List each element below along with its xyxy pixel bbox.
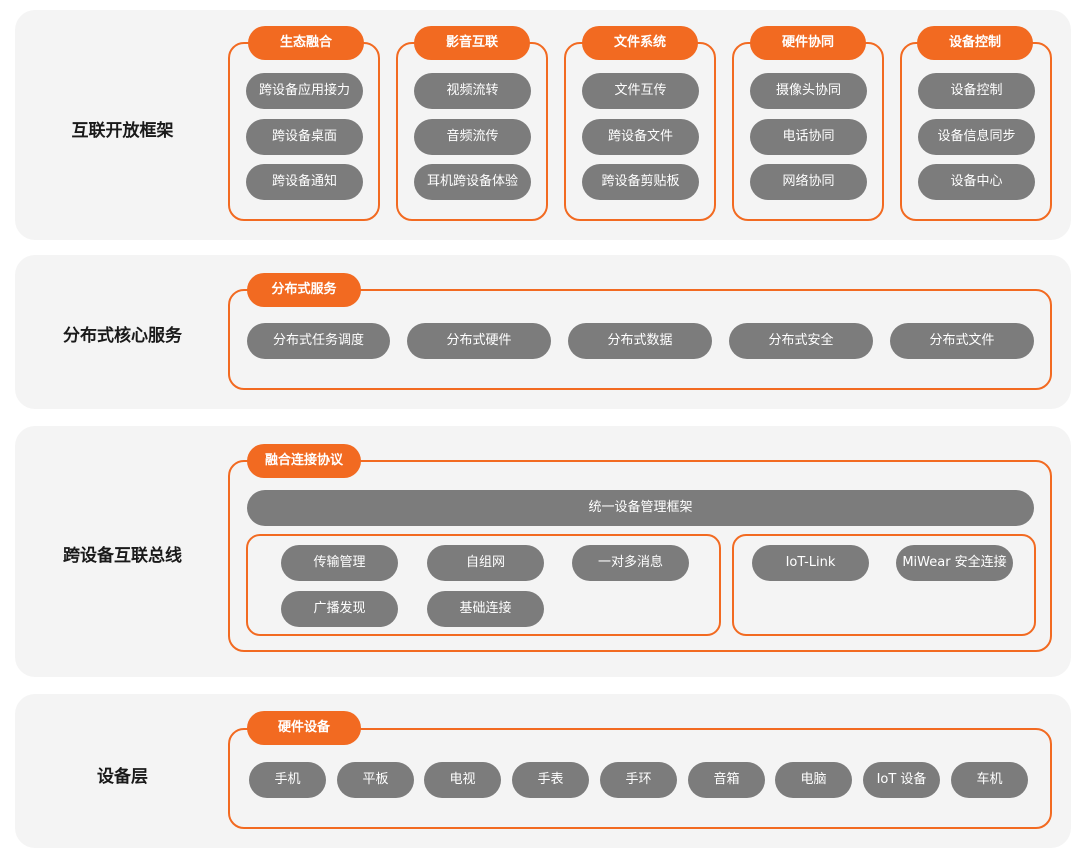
group-tag-device-control: 设备控制 [917, 26, 1033, 60]
item-camera: 摄像头协同 [750, 73, 867, 109]
item-video-flow: 视频流转 [414, 73, 531, 109]
device-tv: 电视 [424, 762, 501, 798]
bus-left-frame [246, 534, 721, 636]
item-transfer-mgmt: 传输管理 [281, 545, 398, 581]
device-car: 车机 [951, 762, 1028, 798]
item-device-control: 设备控制 [918, 73, 1035, 109]
item-cross-desktop: 跨设备桌面 [246, 119, 363, 155]
item-cross-clipboard: 跨设备剪贴板 [582, 164, 699, 200]
devices-tag: 硬件设备 [247, 711, 361, 745]
item-broadcast-discovery: 广播发现 [281, 591, 398, 627]
device-speaker: 音箱 [688, 762, 765, 798]
item-device-sync: 设备信息同步 [918, 119, 1035, 155]
bus-right-frame [732, 534, 1036, 636]
layer-title-open-framework: 互联开放框架 [71, 121, 174, 141]
item-iot-link: IoT-Link [752, 545, 869, 581]
layer-open-framework: 互联开放框架 生态融合 跨设备应用接力 跨设备桌面 跨设备通知 影音互联 视频流… [15, 10, 1071, 240]
bus-tag: 融合连接协议 [247, 444, 361, 478]
layer-title-interconnect-bus: 跨设备互联总线 [63, 546, 182, 566]
devices-frame [228, 728, 1052, 829]
device-iot: IoT 设备 [863, 762, 940, 798]
layer-title-devices: 设备层 [97, 767, 148, 787]
item-file-transfer: 文件互传 [582, 73, 699, 109]
item-phone: 电话协同 [750, 119, 867, 155]
layer-title-core-services: 分布式核心服务 [63, 326, 182, 346]
item-basic-connection: 基础连接 [427, 591, 544, 627]
core-services-frame [228, 289, 1052, 390]
core-services-tag: 分布式服务 [247, 273, 361, 307]
device-phone: 手机 [249, 762, 326, 798]
item-task-scheduling: 分布式任务调度 [247, 323, 390, 359]
group-tag-ecosystem: 生态融合 [248, 26, 364, 60]
item-miwear-secure: MiWear 安全连接 [896, 545, 1013, 581]
device-tablet: 平板 [337, 762, 414, 798]
item-audio-flow: 音频流传 [414, 119, 531, 155]
item-earphone: 耳机跨设备体验 [414, 164, 531, 200]
group-tag-av: 影音互联 [414, 26, 530, 60]
item-cross-notify: 跨设备通知 [246, 164, 363, 200]
bus-frame [228, 460, 1052, 652]
item-dist-file: 分布式文件 [890, 323, 1034, 359]
item-one-to-many: 一对多消息 [572, 545, 689, 581]
item-cross-file: 跨设备文件 [582, 119, 699, 155]
item-app-relay: 跨设备应用接力 [246, 73, 363, 109]
item-dist-security: 分布式安全 [729, 323, 873, 359]
group-tag-hardware: 硬件协同 [750, 26, 866, 60]
layer-core-services: 分布式核心服务 分布式服务 分布式任务调度 分布式硬件 分布式数据 分布式安全 … [15, 255, 1071, 409]
unified-device-framework-bar: 统一设备管理框架 [247, 490, 1034, 526]
layer-interconnect-bus: 跨设备互联总线 融合连接协议 统一设备管理框架 传输管理 自组网 一对多消息 广… [15, 426, 1071, 677]
item-device-center: 设备中心 [918, 164, 1035, 200]
layer-devices: 设备层 硬件设备 手机 平板 电视 手表 手环 音箱 电脑 IoT 设备 车机 [15, 694, 1071, 848]
device-watch: 手表 [512, 762, 589, 798]
item-dist-hardware: 分布式硬件 [407, 323, 551, 359]
item-dist-data: 分布式数据 [568, 323, 712, 359]
device-band: 手环 [600, 762, 677, 798]
item-ad-hoc-network: 自组网 [427, 545, 544, 581]
group-tag-files: 文件系统 [582, 26, 698, 60]
item-network: 网络协同 [750, 164, 867, 200]
device-computer: 电脑 [775, 762, 852, 798]
